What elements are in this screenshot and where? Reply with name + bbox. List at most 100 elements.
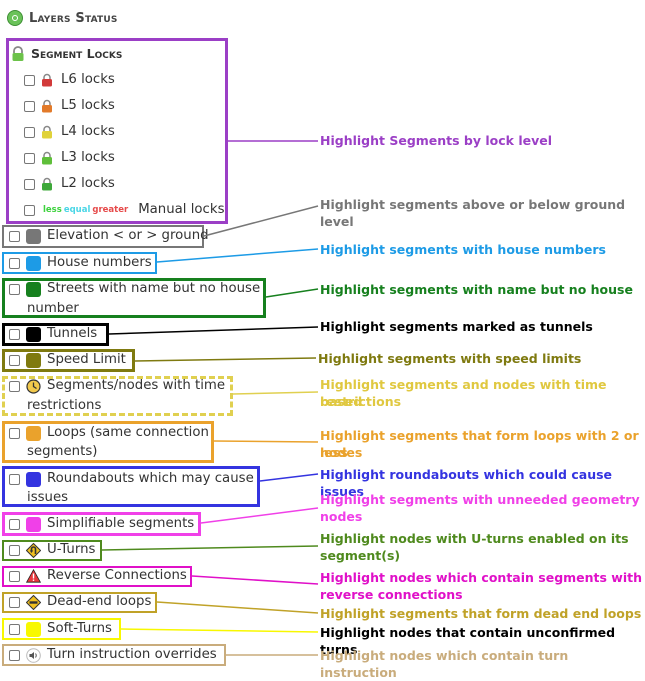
checkbox[interactable] xyxy=(9,649,20,661)
lock-label: L4 locks xyxy=(61,124,115,139)
layer-label: Loops (same connection xyxy=(47,425,209,440)
annotation-time-2: restrictions xyxy=(320,394,402,409)
connector-streets-name xyxy=(265,288,319,298)
connector-roundabouts xyxy=(259,473,319,482)
layer-label: Turn instruction overrides xyxy=(47,647,217,662)
layer-label-line2: number xyxy=(27,301,79,316)
layer-label-continued: issues xyxy=(27,488,68,508)
connector-reverse xyxy=(191,575,319,585)
padlock-icon xyxy=(42,177,52,191)
streets-name-frame xyxy=(2,278,266,318)
lock-label: L5 locks xyxy=(61,98,115,113)
layer-label-line2: segments) xyxy=(27,444,98,459)
layer-row-roundabouts[interactable]: Roundabouts which may cause xyxy=(9,469,254,489)
padlock-icon xyxy=(42,151,52,165)
checkbox[interactable] xyxy=(24,152,35,164)
checkbox[interactable] xyxy=(24,178,35,190)
checkbox[interactable] xyxy=(9,596,20,608)
checkbox[interactable] xyxy=(24,126,35,138)
layer-row-speed-limit[interactable]: Speed Limit xyxy=(9,350,126,370)
layer-row-soft-turns[interactable]: Soft-Turns xyxy=(9,619,112,639)
connector-dead-end xyxy=(156,601,319,614)
time-restrictions-frame xyxy=(2,376,233,416)
annotation-dead-end: Highlight segments that form dead end lo… xyxy=(320,606,642,621)
layer-row-u-turns[interactable]: U-Turns xyxy=(9,540,95,560)
checkbox[interactable] xyxy=(9,283,20,295)
clock-icon xyxy=(26,378,41,394)
layer-label: Tunnels xyxy=(47,326,98,341)
checkbox[interactable] xyxy=(9,473,20,485)
lock-row-l2[interactable]: L2 locks xyxy=(24,174,115,194)
layer-label-line2: issues xyxy=(27,490,69,505)
annotation-u-turns-2: segment(s) xyxy=(320,548,401,563)
layer-row-tunnels[interactable]: Tunnels xyxy=(9,324,97,344)
roundabouts-frame xyxy=(2,466,260,507)
dead-end-frame xyxy=(2,592,157,613)
speaker-icon xyxy=(26,647,41,663)
annotation-house-numbers: Highlight segments with house numbers xyxy=(320,242,606,257)
simplifiable-frame xyxy=(2,512,201,536)
lock-label: Manual locks xyxy=(138,202,225,217)
connector-time xyxy=(232,391,319,395)
padlock-icon xyxy=(12,46,24,61)
annotation-time-1: Highlight segments and nodes with time b… xyxy=(320,377,607,409)
power-icon[interactable] xyxy=(7,10,23,26)
lock-row-manual[interactable]: less equal greater Manual locks xyxy=(24,200,225,220)
connector-soft-turns xyxy=(120,628,319,633)
annotation-locks: Highlight Segments by lock level xyxy=(320,133,553,148)
layer-row-elevation[interactable]: Elevation < or > ground xyxy=(9,226,209,246)
simplifiable-color-swatch xyxy=(26,516,41,532)
layer-row-time-restrictions[interactable]: Segments/nodes with time xyxy=(9,376,225,396)
lock-row-l4[interactable]: L4 locks xyxy=(24,122,115,142)
layer-row-house-numbers[interactable]: House numbers xyxy=(9,253,152,273)
checkbox[interactable] xyxy=(9,518,20,530)
layer-label: House numbers xyxy=(47,255,152,270)
layer-row-turn-overrides[interactable]: Turn instruction overrides xyxy=(9,645,217,665)
layers-status-header: Layers Status xyxy=(7,8,118,28)
connector-house-numbers xyxy=(156,248,319,263)
layer-row-streets-name[interactable]: Streets with name but no house xyxy=(9,279,260,299)
layer-label-continued: number xyxy=(27,299,79,319)
checkbox[interactable] xyxy=(9,354,20,366)
annotation-loops-2: nodes xyxy=(320,445,363,460)
checkbox[interactable] xyxy=(9,570,20,582)
checkbox[interactable] xyxy=(24,100,35,112)
turn-overrides-frame xyxy=(2,644,226,666)
checkbox[interactable] xyxy=(24,204,35,216)
lock-label: L3 locks xyxy=(61,150,115,165)
layer-label: Reverse Connections xyxy=(47,568,187,583)
annotation-simplifiable-1: Highlight segments with unneeded geometr… xyxy=(320,492,640,507)
soft-turns-frame xyxy=(2,618,121,640)
streets-name-color-swatch xyxy=(26,281,41,297)
layer-label-continued: segments) xyxy=(27,442,97,462)
layer-label: Soft-Turns xyxy=(47,621,112,636)
annotation-simplifiable-2: nodes xyxy=(320,509,363,524)
checkbox[interactable] xyxy=(9,544,20,556)
annotation-speed-limit: Highlight segments with speed limits xyxy=(318,351,582,366)
layer-row-dead-end[interactable]: Dead-end loops xyxy=(9,592,151,612)
layer-row-simplifiable[interactable]: Simplifiable segments xyxy=(9,514,194,534)
loops-frame xyxy=(2,421,214,463)
layer-row-reverse-connections[interactable]: Reverse Connections xyxy=(9,566,187,586)
lock-row-l5[interactable]: L5 locks xyxy=(24,96,115,116)
lock-row-l3[interactable]: L3 locks xyxy=(24,148,115,168)
house-numbers-color-swatch xyxy=(26,255,41,271)
layer-label: Roundabouts which may cause xyxy=(47,471,254,486)
lock-row-l6[interactable]: L6 locks xyxy=(24,70,115,90)
annotation-roundabouts: Highlight roundabouts which could cause … xyxy=(320,467,613,499)
checkbox[interactable] xyxy=(9,230,20,242)
layers-status-title: Layers Status xyxy=(29,10,118,26)
layer-label: Dead-end loops xyxy=(47,594,152,609)
checkbox[interactable] xyxy=(9,380,20,392)
checkbox[interactable] xyxy=(9,257,20,269)
layer-row-loops[interactable]: Loops (same connection xyxy=(9,423,209,443)
checkbox[interactable] xyxy=(24,74,35,86)
annotation-turn-overrides: Highlight nodes which contain turn instr… xyxy=(320,648,569,680)
elevation-color-swatch xyxy=(26,228,41,244)
annotation-reverse-2: reverse connections xyxy=(320,587,463,602)
checkbox[interactable] xyxy=(9,427,20,439)
layer-label-line2: restrictions xyxy=(27,398,102,413)
checkbox[interactable] xyxy=(9,328,20,340)
checkbox[interactable] xyxy=(9,623,20,635)
dead-end-sign-icon xyxy=(26,594,41,610)
